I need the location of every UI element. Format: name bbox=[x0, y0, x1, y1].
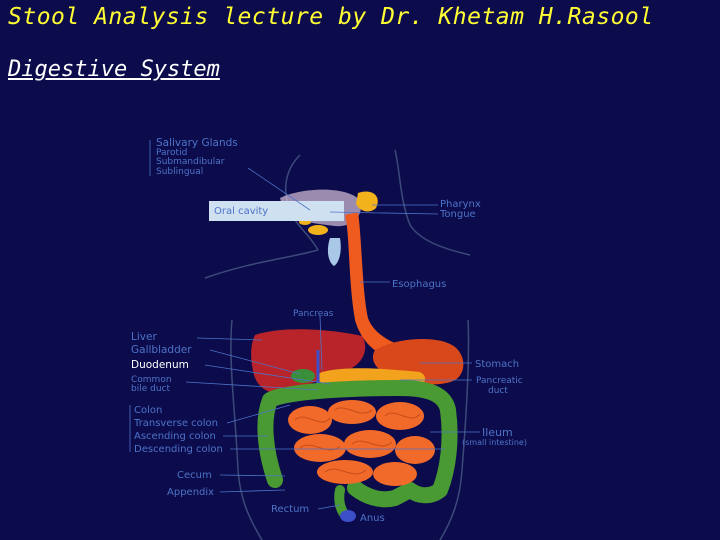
slide-title: Stool Analysis lecture by Dr. Khetam H.R… bbox=[8, 4, 654, 30]
oral-cavity-box bbox=[209, 201, 344, 221]
label-common: Common bbox=[131, 375, 172, 385]
label-pharynx: Pharynx bbox=[440, 199, 481, 210]
label-cecum: Cecum bbox=[177, 470, 212, 481]
colon-shape bbox=[257, 380, 458, 508]
parotid-gland bbox=[356, 191, 378, 212]
label-duct: duct bbox=[488, 386, 508, 396]
label-appendix: Appendix bbox=[167, 487, 214, 498]
liver-shape bbox=[251, 329, 366, 394]
label-gallbladder: Gallbladder bbox=[131, 344, 192, 356]
label-anus: Anus bbox=[360, 513, 385, 524]
label-salivary-glands: Salivary Glands bbox=[156, 137, 238, 149]
label-tongue: Tongue bbox=[439, 209, 476, 220]
label-pancreatic: Pancreatic bbox=[476, 376, 523, 386]
label-esophagus: Esophagus bbox=[392, 279, 446, 290]
label-parotid: Parotid bbox=[156, 148, 187, 158]
label-ileum: Ileum bbox=[482, 426, 513, 439]
label-submandibular: Submandibular bbox=[156, 157, 225, 167]
esophagus-shape bbox=[345, 212, 400, 360]
leader-lines bbox=[129, 140, 480, 510]
label-liver: Liver bbox=[131, 331, 157, 343]
label-sublingual: Sublingual bbox=[156, 167, 203, 177]
label-colon: Colon bbox=[134, 405, 162, 416]
slide-subtitle: Digestive System bbox=[8, 57, 220, 82]
label-small-intestine: (small intestine) bbox=[462, 438, 527, 447]
label-descending-colon: Descending colon bbox=[134, 444, 223, 455]
label-oral-cavity: Oral cavity bbox=[214, 206, 268, 217]
label-transverse-colon: Transverse colon bbox=[133, 418, 218, 429]
label-ascending-colon: Ascending colon bbox=[134, 431, 216, 442]
anus-shape bbox=[340, 510, 356, 522]
small-intestine-shape bbox=[288, 400, 435, 486]
label-rectum: Rectum bbox=[271, 504, 309, 515]
label-duodenum: Duodenum bbox=[131, 359, 189, 371]
label-stomach: Stomach bbox=[475, 359, 519, 370]
gallbladder-shape bbox=[291, 369, 315, 383]
larynx-shape bbox=[327, 238, 341, 266]
label-bile-duct: bile duct bbox=[131, 384, 170, 394]
submandibular-gland bbox=[308, 225, 328, 235]
label-pancreas: Pancreas bbox=[293, 309, 334, 319]
